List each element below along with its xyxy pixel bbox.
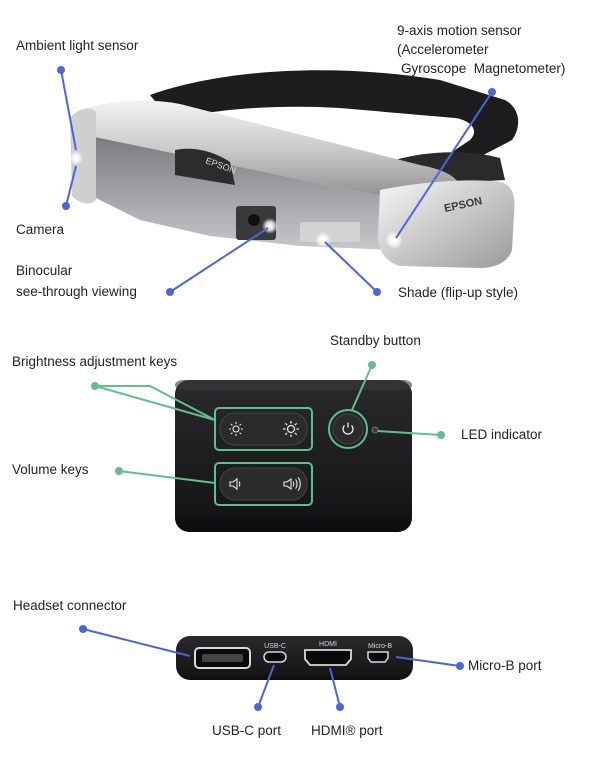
headset-connector-label: Headset connector — [13, 598, 127, 613]
shade-dot — [373, 288, 381, 296]
motion-sensor-dot — [488, 88, 496, 96]
micro-b-port-label: Micro-B port — [468, 658, 542, 673]
volume-down-icon — [229, 477, 241, 491]
volume-up-icon — [283, 477, 301, 491]
ambient-light-dot — [57, 66, 65, 74]
volume-dot — [115, 467, 123, 475]
motion-sensor-label: 9-axis motion sensor — [397, 23, 522, 38]
hdmi-dot — [336, 703, 344, 711]
micro-b-port-socket — [367, 651, 389, 663]
binocular-label-line2: see-through viewing — [16, 284, 137, 299]
standby-dot — [368, 361, 376, 369]
led-dot — [437, 431, 445, 439]
usb-c-port-label: USB-C port — [212, 723, 282, 738]
microb-dot — [456, 662, 464, 670]
usbc-dot — [254, 703, 262, 711]
volume-keys-highlight — [214, 462, 313, 506]
usb-c-port-socket — [263, 651, 287, 663]
brightness-keys-highlight — [214, 407, 313, 451]
brightness-up-icon — [283, 421, 299, 437]
binocular-label-line1: Binocular — [16, 263, 73, 278]
motion-sensor-detail-1: (Accelerometer — [397, 42, 489, 57]
volume-keys-label: Volume keys — [12, 462, 89, 477]
led-indicator-light — [371, 426, 379, 434]
headset-callouts — [57, 66, 496, 296]
power-icon — [342, 422, 354, 435]
brightness-dot — [91, 382, 99, 390]
shade-label: Shade (flip-up style) — [398, 285, 519, 300]
hdmi-port-socket — [304, 649, 352, 666]
standby-button-highlight — [328, 409, 368, 449]
headset-illustration: EPSON EPSON — [69, 70, 519, 268]
binocular-dot — [166, 288, 174, 296]
microb-silk-label: Micro-B — [368, 643, 392, 650]
motion-sensor-detail-2: Gyroscope Magnetometer) — [401, 61, 566, 76]
brightness-keys-label: Brightness adjustment keys — [12, 354, 178, 369]
hdmi-silk-label: HDMI — [319, 641, 337, 648]
ambient-light-sensor-label: Ambient light sensor — [16, 38, 139, 53]
controller-ports-callouts — [79, 625, 464, 711]
usbc-silk-label: USB-C — [264, 643, 286, 650]
controller-ports-illustration: USB-C HDMI Micro-B — [176, 636, 413, 680]
led-indicator-label: LED indicator — [461, 427, 543, 442]
controller-top-callouts — [91, 361, 445, 484]
standby-button-label: Standby button — [330, 333, 421, 348]
hdmi-port-label: HDMI® port — [311, 723, 383, 738]
controller-top-illustration — [175, 380, 412, 532]
headset-connector-dot — [79, 625, 87, 633]
brightness-down-icon — [229, 422, 243, 436]
camera-dot — [62, 202, 70, 210]
camera-label: Camera — [16, 222, 65, 237]
